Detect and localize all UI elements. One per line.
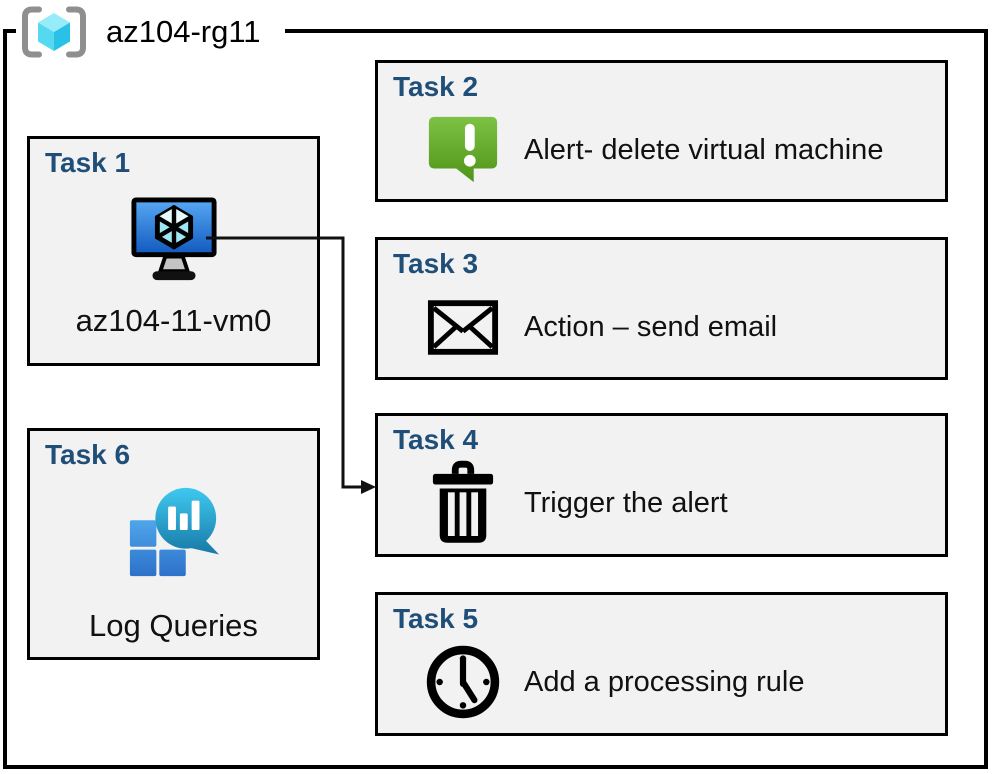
email-envelope-icon [427,299,499,355]
task-box-4: Trigger the alert Task 4 [375,413,948,557]
task-5-title: Task 5 [393,603,479,634]
task-6-title: Task 6 [45,439,131,470]
resource-group-header: az104-rg11 [16,5,285,59]
resource-group-name: az104-rg11 [106,14,261,49]
clock-schedule-icon [426,645,500,719]
task-box-1: Task 1 az104-11-vm0 [27,136,320,366]
task-2-label: Alert- delete virtual machine [524,133,884,166]
alert-message-icon [428,116,498,183]
task-3-label: Action – send email [524,310,778,343]
task-4-label: Trigger the alert [524,486,728,519]
task-box-3: Task 3 Action – send email [375,237,948,380]
task-6-label: Log Queries [89,608,258,643]
task-box-5: Task 5 Add a processing rule [375,592,948,736]
task-3-title: Task 3 [393,248,479,279]
task-box-2: Task 2 Alert- delete virtual machine [375,60,948,202]
task-4-title: Task 4 [393,424,479,455]
task-box-6: Task 6 Log Queries [27,428,320,660]
task-1-title: Task 1 [45,147,131,178]
task-5-label: Add a processing rule [524,665,805,698]
log-queries-icon [129,487,219,577]
resource-group-icon [22,6,86,58]
task-2-title: Task 2 [393,71,479,102]
virtual-machine-icon [130,197,217,281]
trash-delete-icon [432,460,494,543]
task-1-label: az104-11-vm0 [75,303,272,338]
